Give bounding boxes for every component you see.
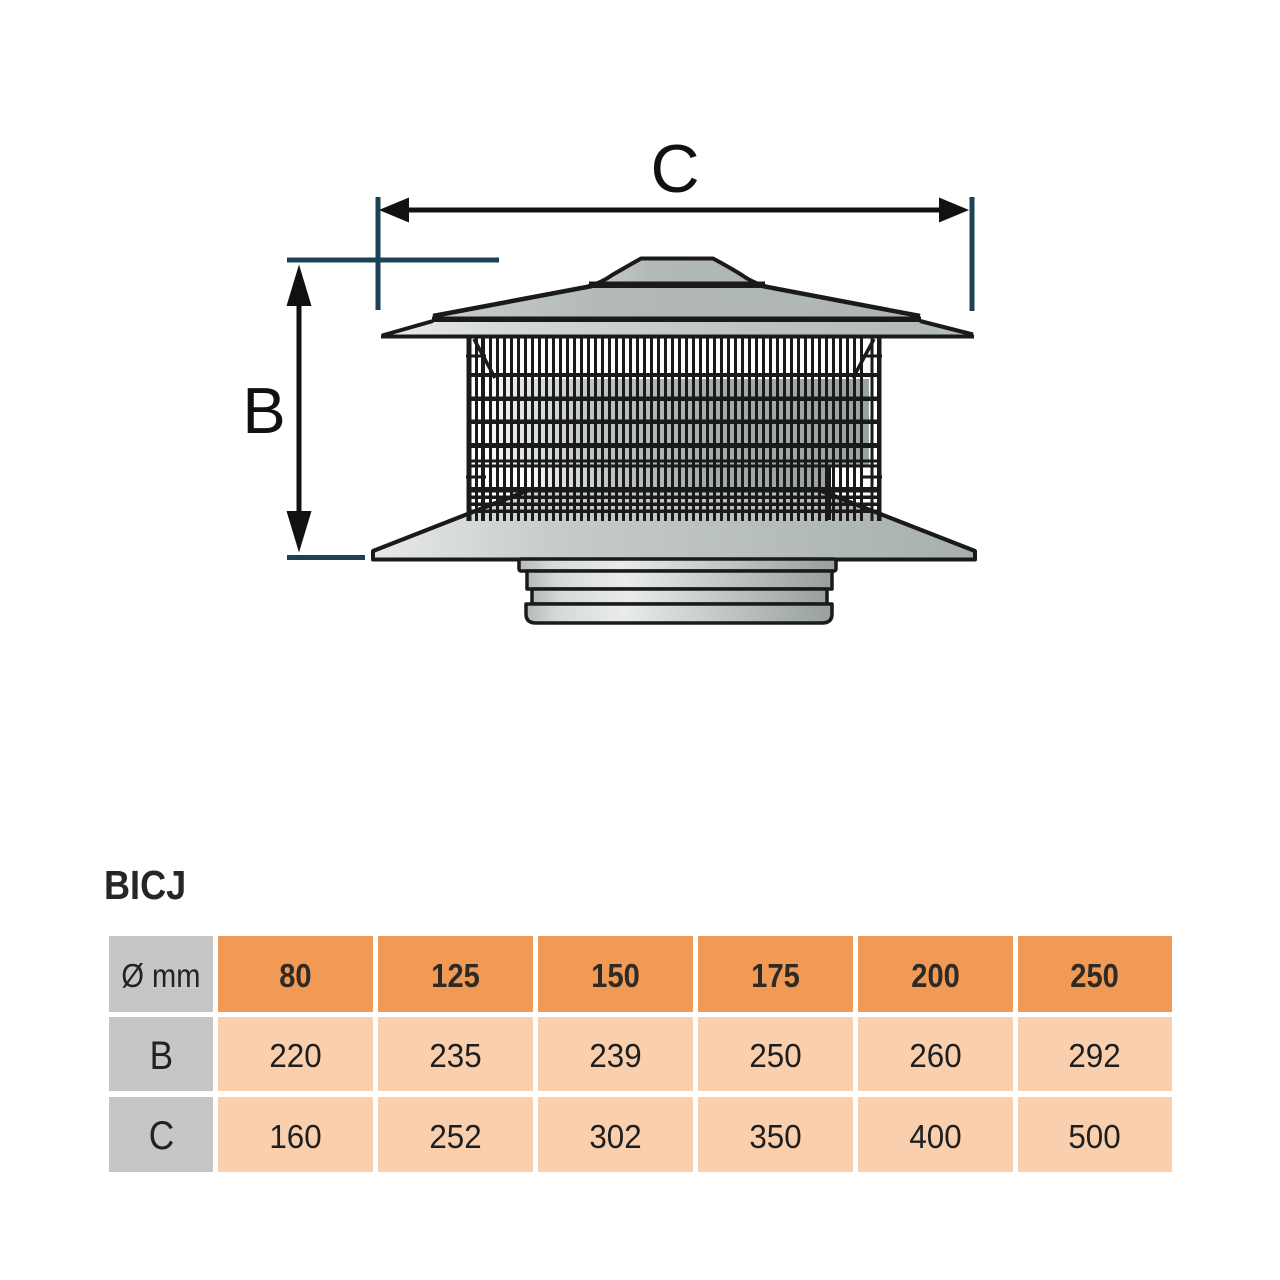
- svg-text:C: C: [650, 131, 699, 207]
- svg-text:B: B: [242, 374, 285, 447]
